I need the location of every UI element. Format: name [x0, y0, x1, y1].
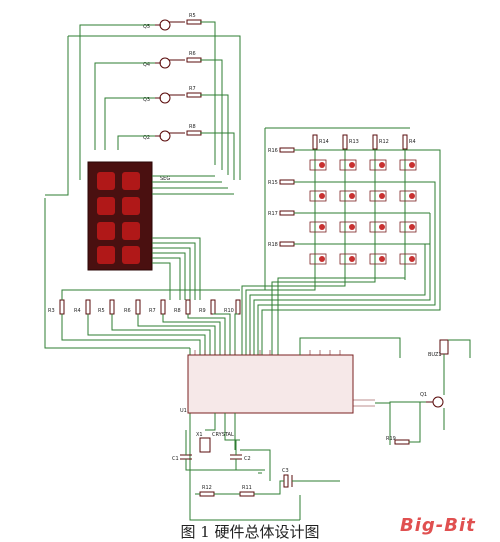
seven-segment-display: SEG	[87, 161, 234, 300]
capacitor-c3: C3	[282, 468, 293, 488]
resistor-label: R6	[124, 308, 131, 314]
transistor-q5: Q5 R5	[143, 13, 202, 31]
microcontroller-u1: U1	[180, 337, 401, 450]
resistor-label: R5	[189, 13, 196, 19]
resistor-label: R7	[149, 308, 156, 314]
figure-caption: 图 1 硬件总体设计图	[180, 523, 320, 541]
transistor-label: Q5	[143, 24, 150, 30]
transistor-q4: Q4 R6	[143, 51, 202, 69]
resistor-label: R5	[98, 308, 105, 314]
mcu-label: U1	[180, 408, 187, 414]
col-resistor-label: R13	[349, 139, 359, 145]
resistor-label: R6	[189, 51, 196, 57]
crystal-label: X1	[196, 432, 203, 438]
resistor-label: R7	[189, 86, 196, 92]
capacitor-c2: C2	[230, 454, 251, 462]
digit-driver-transistors: Q5 R5 Q4 R6 Q3 R7 Q2 R8	[79, 13, 235, 180]
row-resistor-label: R16	[268, 148, 278, 154]
resistor-r19: R19	[386, 436, 410, 445]
svg-text:C2: C2	[244, 456, 251, 462]
display-label: SEG	[160, 176, 170, 182]
svg-text:R12: R12	[202, 485, 212, 491]
reset-circuit: C3 R12 R11	[195, 449, 340, 497]
transistor-q2: Q2 R8	[143, 124, 202, 142]
watermark-logo: Big-Bit	[400, 515, 476, 536]
svg-text:BUZ1: BUZ1	[428, 352, 442, 358]
col-resistor-label: R12	[379, 139, 389, 145]
svg-text:C1: C1	[172, 456, 179, 462]
svg-text:C3: C3	[282, 468, 289, 474]
keypad-matrix: R16 R15 R17 R18 R14 R13 R12 R4	[241, 127, 441, 355]
row-resistor-label: R17	[268, 211, 278, 217]
resistor-label: R9	[199, 308, 206, 314]
row-resistor-label: R18	[268, 242, 278, 248]
resistor-r11: R11	[239, 485, 255, 497]
resistor-label: R3	[48, 308, 55, 314]
transistor-q3: Q3 R7	[143, 86, 202, 104]
transistor-label: Q2	[143, 135, 150, 141]
resistor-label: R8	[174, 308, 181, 314]
col-resistor-label: R14	[319, 139, 329, 145]
svg-text:Q1: Q1	[420, 392, 427, 398]
resistor-label: R10	[224, 308, 234, 314]
resistor-r12: R12	[199, 485, 215, 497]
buzzer-buz1: BUZ1	[428, 339, 449, 358]
segment-resistors: R3 R4 R5 R6 R7 R8 R9 R10	[48, 289, 241, 355]
col-resistor-label: R4	[409, 139, 416, 145]
transistor-label: Q4	[143, 62, 150, 68]
resistor-label: R8	[189, 124, 196, 130]
crystal-text: CRYSTAL	[212, 432, 234, 438]
buzzer-circuit: BUZ1 Q1 R19	[375, 339, 471, 445]
row-resistor-label: R15	[268, 180, 278, 186]
frame-wires	[44, 35, 301, 521]
transistor-label: Q3	[143, 97, 150, 103]
svg-text:R19: R19	[386, 436, 396, 442]
capacitor-c1: C1	[172, 454, 192, 462]
oscillator-circuit: X1 CRYSTAL C1 C2	[172, 430, 265, 474]
resistor-label: R4	[74, 308, 81, 314]
svg-text:R11: R11	[242, 485, 252, 491]
transistor-q1: Q1	[420, 392, 444, 408]
